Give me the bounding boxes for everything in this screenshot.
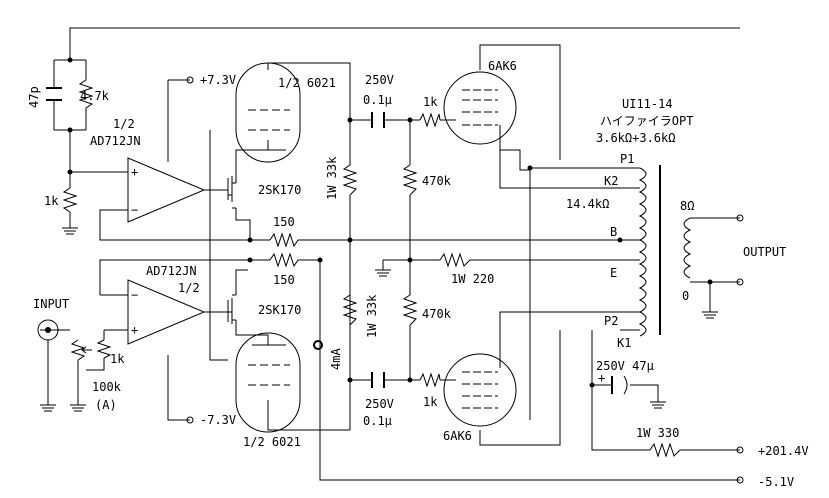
resistor-150-top	[269, 232, 300, 248]
label-primary-impedance: 14.4kΩ	[566, 197, 609, 211]
capacitor-bottom	[371, 372, 385, 388]
resistor-150-bottom	[269, 252, 300, 268]
label-v-pos-73: +7.3V	[200, 73, 236, 87]
label-opamp-bottom-half: 1/2	[178, 281, 200, 295]
ground-symbols	[40, 227, 718, 412]
resistor-33k-top	[342, 164, 358, 196]
label-fet-bottom: 2SK170	[258, 303, 301, 317]
label-tube-6ak6-bottom: 6AK6	[443, 429, 472, 443]
label-res-150-bottom: 150	[273, 273, 295, 287]
capacitor-47p	[46, 87, 62, 101]
resistor-470k-top	[402, 164, 418, 196]
label-secondary-zero: 0	[682, 289, 689, 303]
label-opamp-top-half: 1/2	[113, 117, 135, 131]
label-transformer-model: UI11-14	[622, 97, 673, 111]
label-tube-6ak6-top: 6AK6	[488, 59, 517, 73]
label-tap-p1: P1	[620, 152, 634, 166]
resistor-470k-bottom	[402, 294, 418, 326]
label-tap-b: B	[610, 225, 617, 239]
label-res-47k: 4.7k	[80, 89, 110, 103]
label-transformer-impedance: 3.6kΩ+3.6kΩ	[596, 131, 675, 145]
label-res-220: 1W 220	[451, 272, 494, 286]
junction-dots	[67, 57, 713, 388]
label-res-1k-input: 1k	[110, 352, 125, 366]
terminals	[186, 76, 744, 484]
label-opamp-top-name: AD712JN	[90, 134, 141, 148]
label-tap-p2: P2	[604, 314, 618, 328]
label-cap-47p: 47p	[27, 86, 41, 108]
label-v-neg-51: -5.1V	[758, 475, 794, 489]
label-output: OUTPUT	[743, 245, 786, 259]
resistor-330	[649, 442, 681, 458]
label-cap-top-value: 0.1μ	[363, 93, 392, 107]
tube-6ak6-top	[443, 71, 517, 145]
label-res-470k-top: 470k	[422, 174, 452, 188]
resistor-1k-left	[62, 187, 78, 213]
label-res-33k-top: 1W 33k	[325, 156, 339, 200]
label-res-150-top: 150	[273, 215, 295, 229]
label-tap-k1: K1	[617, 336, 631, 350]
label-tube-6021-bottom: 1/2 6021	[243, 435, 301, 449]
opamp-bottom	[127, 279, 206, 345]
fet-bottom	[227, 294, 236, 324]
label-res-330: 1W 330	[636, 426, 679, 440]
resistor-grid-bottom	[419, 372, 441, 388]
label-v-pos-2014: +201.4V	[758, 444, 809, 458]
label-current-4ma: 4mA	[329, 348, 343, 370]
label-res-470k-bottom: 470k	[422, 307, 452, 321]
label-input: INPUT	[33, 297, 69, 311]
pot-100k	[70, 339, 92, 361]
resistor-1k-input	[96, 339, 112, 359]
label-opamp-bottom-plus: +	[131, 323, 138, 337]
label-transformer-type: ハイファイラOPT	[600, 114, 693, 128]
labels: +7.3V -7.3V 1/2 6021 1/2 6021 250V 0.1μ …	[27, 59, 809, 489]
label-cap-bottom-voltage: 250V	[365, 397, 394, 411]
opamp-top	[127, 157, 206, 223]
label-res-grid-top: 1k	[423, 95, 438, 109]
input-jack-icon	[37, 319, 59, 341]
label-cap-bottom-value: 0.1μ	[363, 414, 392, 428]
label-v-neg-73: -7.3V	[200, 413, 236, 427]
resistor-33k-bottom	[342, 294, 358, 326]
tube-6ak6-bottom	[443, 353, 517, 427]
resistor-220	[439, 252, 471, 268]
label-cap-plus: +	[598, 371, 605, 385]
label-opamp-top-minus: −	[131, 203, 138, 217]
resistor-grid-top	[419, 112, 441, 128]
label-res-1k-left: 1k	[44, 194, 59, 208]
label-tube-6021-top: 1/2 6021	[278, 76, 336, 90]
label-res-grid-bottom: 1k	[423, 395, 438, 409]
label-opamp-top-plus: +	[131, 165, 138, 179]
label-cap-top-voltage: 250V	[365, 73, 394, 87]
label-opamp-bottom-name: AD712JN	[146, 264, 197, 278]
label-opamp-bottom-minus: −	[131, 288, 138, 302]
capacitor-top	[371, 112, 385, 128]
label-fet-top: 2SK170	[258, 183, 301, 197]
label-pot-taper: (A)	[95, 398, 117, 412]
tube-6021-top	[235, 62, 301, 163]
resistor-4-7k	[78, 79, 94, 115]
label-pot-value: 100k	[92, 380, 122, 394]
label-secondary-impedance: 8Ω	[680, 199, 694, 213]
label-res-33k-bottom: 1W 33k	[365, 294, 379, 338]
tube-6021-bottom	[235, 332, 301, 433]
label-cap-electrolytic: 250V 47μ	[596, 359, 654, 373]
label-tap-k2: K2	[604, 174, 618, 188]
output-transformer	[638, 165, 692, 337]
fet-top	[227, 176, 236, 209]
label-tap-e: E	[610, 266, 617, 280]
capacitor-electrolytic	[611, 375, 628, 395]
